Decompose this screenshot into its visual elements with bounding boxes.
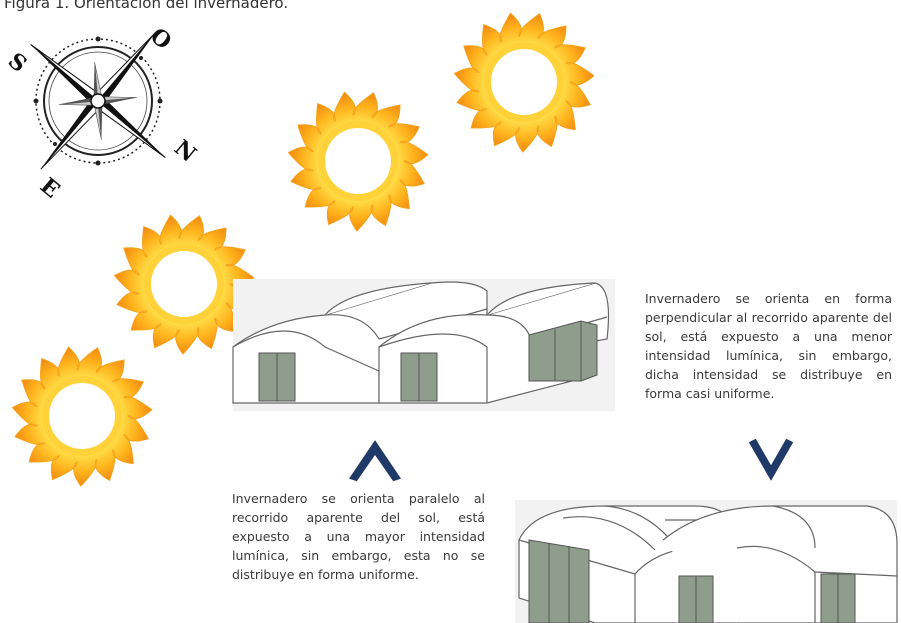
figure-caption: Figura 1. Orientación del invernadero. bbox=[4, 0, 289, 12]
compass-rose-icon: O N E S bbox=[3, 23, 201, 204]
chevron-up-icon bbox=[347, 437, 403, 483]
compass-label-west: S bbox=[3, 48, 32, 78]
sun-disc bbox=[325, 128, 391, 194]
sun-disc bbox=[491, 49, 557, 115]
greenhouse-perpendicular bbox=[232, 279, 615, 411]
sun-disc bbox=[49, 383, 115, 449]
chevron-down-icon bbox=[747, 437, 795, 484]
description-perpendicular: Invernadero se orienta en forma perpendi… bbox=[645, 291, 892, 401]
compass-label-north: O bbox=[145, 23, 176, 55]
sun-icon bbox=[11, 346, 153, 487]
sun-disc bbox=[151, 251, 217, 317]
description-parallel: Invernadero se orienta paralelo al recor… bbox=[232, 491, 485, 582]
sun-icon bbox=[453, 12, 595, 153]
compass-label-south: E bbox=[35, 173, 65, 204]
sun-icon bbox=[113, 214, 255, 355]
greenhouse-parallel bbox=[515, 500, 898, 623]
sun-icon bbox=[287, 91, 429, 232]
compass-label-east: N bbox=[169, 135, 201, 168]
